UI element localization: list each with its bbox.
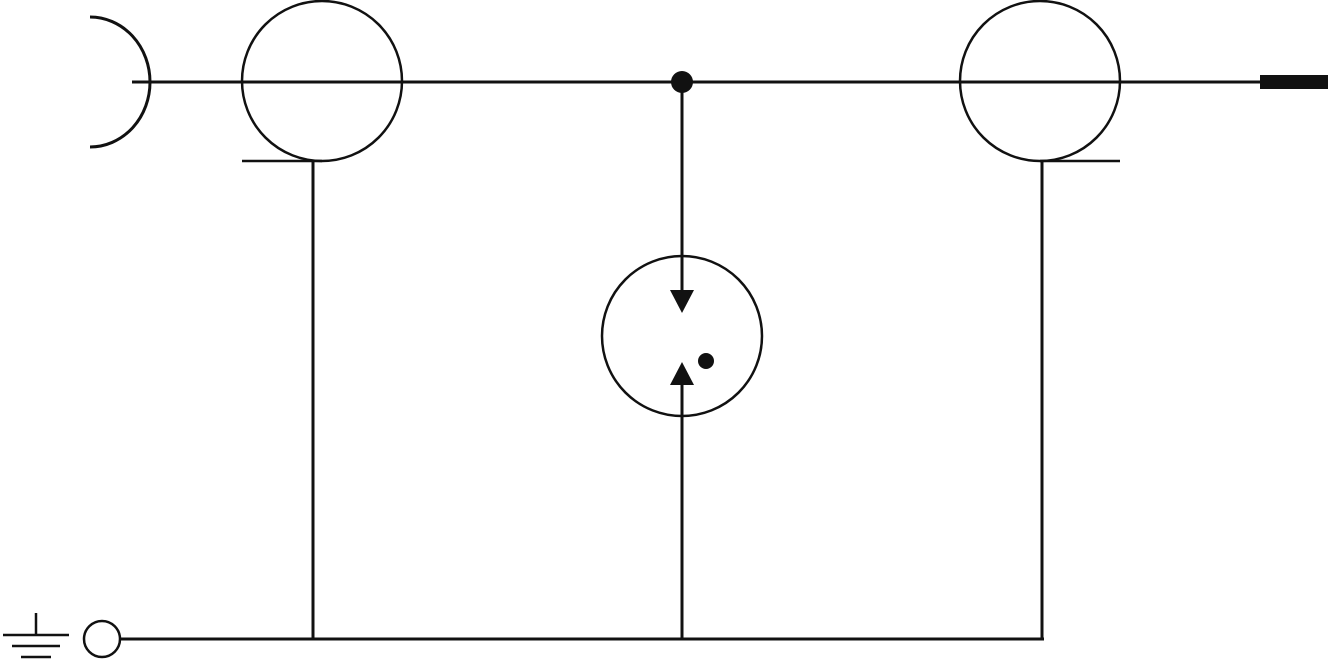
device-dot-icon	[698, 353, 714, 369]
input-receptacle-icon	[89, 15, 152, 149]
wires	[120, 80, 1262, 641]
left-transistor-icon	[240, 0, 404, 163]
ground-terminal-icon	[82, 619, 122, 659]
output-terminal-icon	[1260, 75, 1328, 89]
ground-icon	[3, 613, 69, 659]
right-transistor-icon	[958, 0, 1122, 163]
junction-dot-icon	[671, 71, 693, 93]
down-arrow-icon	[670, 290, 694, 313]
up-arrow-icon	[670, 362, 694, 385]
center-device-icon	[600, 254, 764, 418]
